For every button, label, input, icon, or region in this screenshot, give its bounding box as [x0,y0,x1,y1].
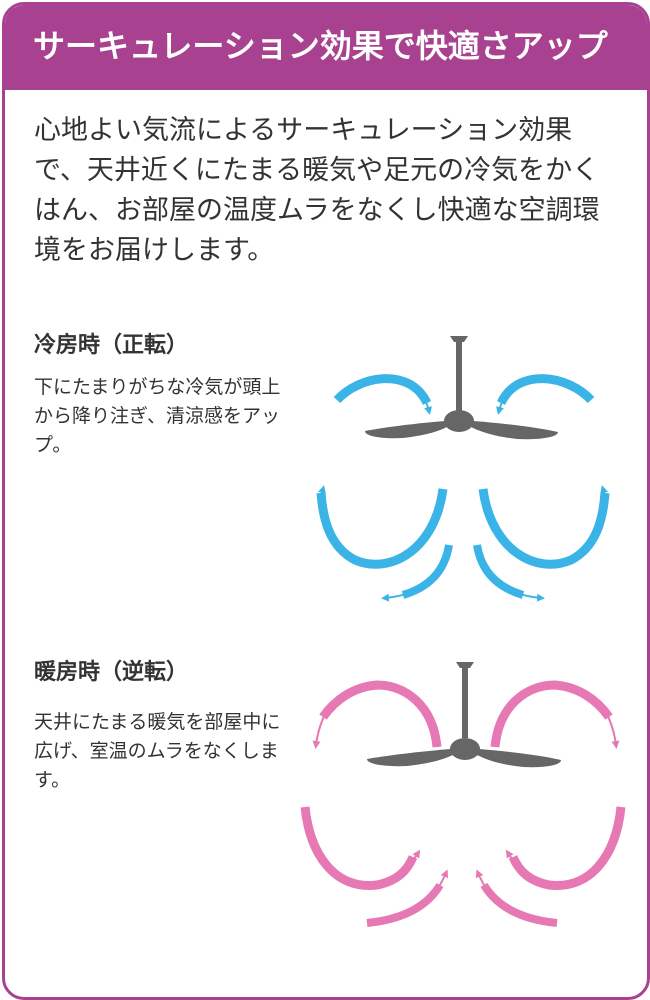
cooling-heading: 冷房時（正転） [34,333,189,358]
header-title: サーキュレーション効果で快適さアップ [33,27,608,65]
ceiling-fan-icon [365,336,558,440]
airflow-arrow-icon [475,869,488,891]
airflow-arrow-icon [600,485,608,521]
heating-heading: 暖房時（逆転） [34,660,189,685]
airflow-arrow-icon [508,806,626,890]
airflow-arrow-icon [316,488,448,569]
airflow-arrow-icon [480,882,558,927]
header-bar: サーキュレーション効果で快適さアップ [5,5,647,90]
airflow-arrow-icon [496,384,518,415]
airflow-arrow-icon [312,709,328,749]
cooling-illustration [316,336,610,602]
airflow-arrow-icon [381,590,416,602]
airflow-arrow-icon [406,849,421,868]
airflow-arrow-icon [410,384,432,415]
airflow-arrow-icon [300,806,418,890]
heating-description: 天井にたまる暖気を部屋中に広げ、室温のムラをなくします。 [34,711,281,791]
intro-paragraph: 心地よい気流によるサーキュレーション効果で、天井近くにたまる暖気や足元の冷気をか… [34,115,600,266]
airflow-arrow-icon [510,590,545,602]
ceiling-fan-icon [367,662,561,768]
cooling-description: 下にたまりがちな冷気が頭上から降り注ぎ、清涼感をアップ。 [34,376,281,456]
airflow-arrow-icon [490,680,613,748]
airflow-arrow-icon [478,488,610,569]
airflow-arrow-icon [319,680,442,748]
airflow-arrow-icon [496,374,595,406]
airflow-arrow-icon [436,869,449,891]
airflow-arrow-icon [318,485,326,521]
airflow-arrow-icon [505,849,520,868]
airflow-arrow-icon [366,882,444,927]
circulation-illustrations [300,336,626,927]
heating-illustration [300,662,626,927]
airflow-arrow-icon [604,709,620,749]
airflow-arrow-icon [333,374,432,406]
